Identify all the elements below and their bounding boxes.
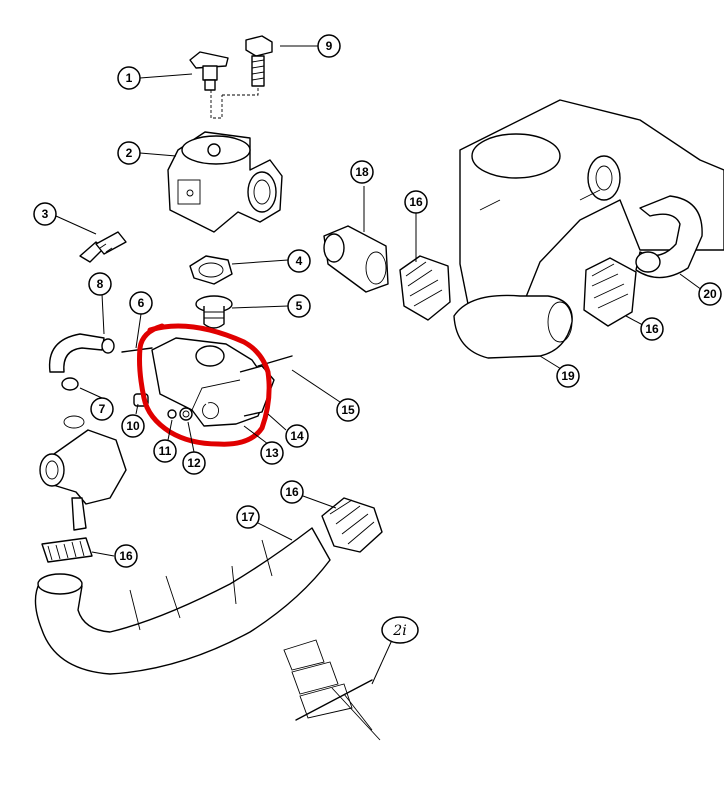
svg-text:14: 14 xyxy=(290,429,304,443)
callout-10: 10 xyxy=(121,414,145,438)
callout-13: 13 xyxy=(260,441,284,465)
callout-19: 19 xyxy=(556,364,580,388)
callout-4: 4 xyxy=(287,249,311,273)
part-elbow-hose xyxy=(453,294,573,359)
part-pipe xyxy=(635,195,703,279)
part-stack xyxy=(283,639,381,741)
svg-text:20: 20 xyxy=(703,287,717,301)
svg-text:15: 15 xyxy=(341,403,355,417)
svg-text:10: 10 xyxy=(126,419,140,433)
callout-16: 16 xyxy=(404,190,428,214)
callout-5: 5 xyxy=(287,294,311,318)
part-bolt xyxy=(245,35,273,87)
callout-16: 16 xyxy=(114,544,138,568)
callout-2: 2 xyxy=(117,141,141,165)
callout-21-handwritten: 2i xyxy=(381,616,419,644)
svg-text:3: 3 xyxy=(42,207,49,221)
part-adapter-block xyxy=(151,337,275,427)
callout-6: 6 xyxy=(129,291,153,315)
part-large-hose xyxy=(34,527,331,675)
callout-16: 16 xyxy=(280,480,304,504)
svg-text:8: 8 xyxy=(97,277,104,291)
svg-text:17: 17 xyxy=(241,510,255,524)
callout-18: 18 xyxy=(350,160,374,184)
svg-text:18: 18 xyxy=(355,165,369,179)
callout-11: 11 xyxy=(153,439,177,463)
callout-20: 20 xyxy=(698,282,722,306)
svg-text:16: 16 xyxy=(285,485,299,499)
part-hose-clamp xyxy=(41,255,637,563)
part-fitting xyxy=(189,51,259,119)
svg-text:19: 19 xyxy=(561,369,575,383)
highlight-circle xyxy=(137,323,272,447)
callout-16: 16 xyxy=(640,317,664,341)
svg-text:2: 2 xyxy=(126,146,133,160)
callout-14: 14 xyxy=(285,424,309,448)
part-engine-block xyxy=(459,99,724,315)
part-water-pump xyxy=(39,415,127,531)
svg-text:16: 16 xyxy=(409,195,423,209)
part-gasket xyxy=(189,255,233,285)
part-thermostat-housing xyxy=(167,131,283,233)
svg-text:1: 1 xyxy=(126,71,133,85)
svg-text:16: 16 xyxy=(645,322,659,336)
callout-17: 17 xyxy=(236,505,260,529)
svg-text:7: 7 xyxy=(99,402,106,416)
svg-text:12: 12 xyxy=(187,456,201,470)
svg-text:4: 4 xyxy=(296,254,303,268)
svg-text:6: 6 xyxy=(138,296,145,310)
part-small-hose xyxy=(48,333,115,391)
svg-text:16: 16 xyxy=(119,549,133,563)
svg-text:9: 9 xyxy=(326,39,333,53)
callout-12: 12 xyxy=(182,451,206,475)
svg-text:2i: 2i xyxy=(392,623,406,639)
part-nipple xyxy=(323,225,389,293)
callout-9: 9 xyxy=(317,34,341,58)
callout-8: 8 xyxy=(88,272,112,296)
part-thermostat xyxy=(195,295,233,329)
svg-text:11: 11 xyxy=(159,444,172,458)
callout-1: 1 xyxy=(117,66,141,90)
svg-text:5: 5 xyxy=(296,299,303,313)
callout-3: 3 xyxy=(33,202,57,226)
svg-text:13: 13 xyxy=(265,446,279,460)
part-plugs xyxy=(133,393,193,421)
callout-7: 7 xyxy=(90,397,114,421)
part-sensor xyxy=(79,231,127,263)
callout-15: 15 xyxy=(336,398,360,422)
